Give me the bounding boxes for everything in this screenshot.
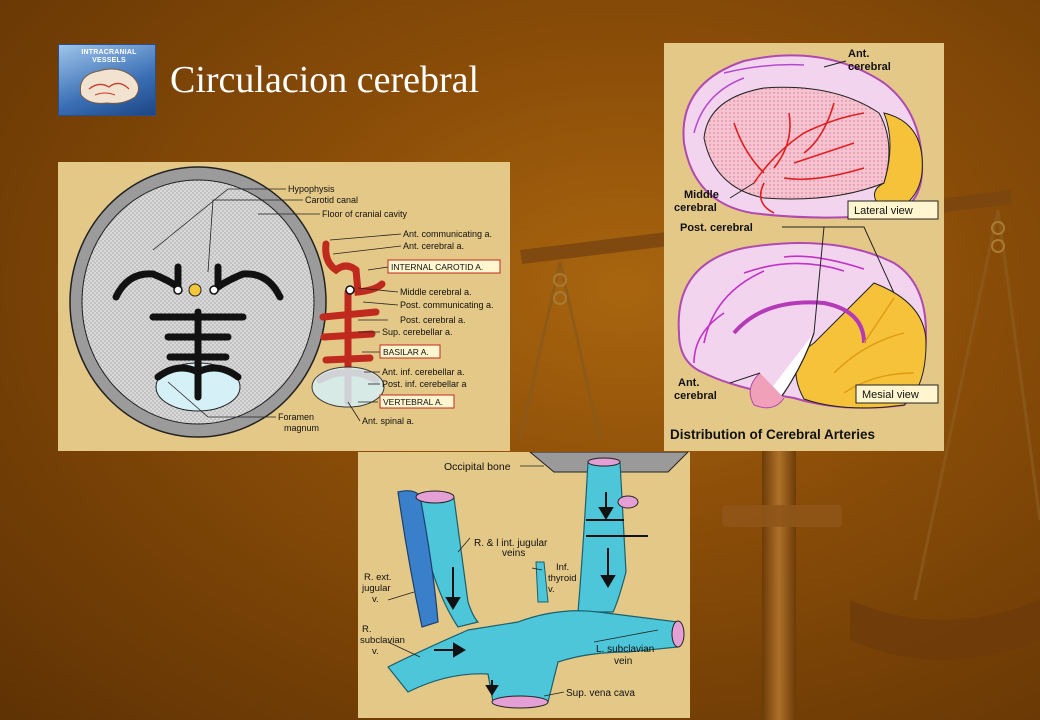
label-ant-cerebral-top-1: Ant.: [848, 48, 869, 60]
inf-thyroid-vein: [535, 561, 549, 603]
mesial-view-label: Mesial view: [862, 389, 919, 401]
cerebral-arteries-svg: Ant. cerebral Middle cerebral Post. cere…: [670, 48, 939, 442]
hypophysis-dot: [188, 283, 202, 297]
label-ext-jugular-1: R. ext.: [364, 572, 391, 583]
foramen-magnum-right: [311, 366, 385, 408]
label-post-cerebral: Post. cerebral a.: [400, 315, 466, 325]
label-subclavian-l-2: vein: [614, 656, 632, 667]
label-floor-cranial-cavity: Floor of cranial cavity: [322, 209, 408, 219]
jugular-veins-svg: Occipital bone R. & l int. jugular veins…: [360, 452, 689, 709]
label-internal-carotid: INTERNAL CAROTID A.: [391, 262, 483, 272]
label-vena-cava: Sup. vena cava: [566, 688, 635, 699]
label-sup-cerebellar: Sup. cerebellar a.: [382, 327, 453, 337]
base-arteries-svg: Hypophysis Carotid canal Floor of crania…: [69, 166, 501, 438]
label-ant-spinal: Ant. spinal a.: [362, 416, 414, 426]
label-thyroid-2: thyroid: [548, 573, 577, 584]
lateral-middle-region: [703, 86, 890, 200]
brain-icon: [79, 68, 139, 104]
label-ext-jugular-3: v.: [372, 594, 379, 605]
left-arteries: [112, 263, 284, 401]
logo-text: INTRACRANIAL VESSELS: [81, 49, 137, 64]
label-ant-cerebral-top-2: cerebral: [848, 61, 891, 73]
corpus-callosum: [732, 300, 866, 344]
cerebellum: [749, 372, 785, 409]
middle-cerebral-branches: [733, 102, 865, 214]
label-foramen: Foramen: [278, 412, 314, 422]
label-subclavian-r-2: subclavian: [360, 635, 405, 646]
label-ant-cerebral-bottom-2: cerebral: [674, 390, 717, 402]
flow-arrows: [434, 492, 616, 696]
label-jugular-1: R. & l int. jugular: [474, 538, 548, 549]
label-ant-cerebral: Ant. cerebral a.: [403, 241, 464, 251]
label-thyroid-3: v.: [548, 584, 555, 595]
label-magnum: magnum: [284, 423, 319, 433]
ant-cerebral-branches: [693, 255, 865, 364]
intracranial-vessels-logo: INTRACRANIAL VESSELS: [58, 44, 156, 116]
mesial-post-region: [795, 282, 927, 409]
slide-title: Circulacion cerebral: [170, 59, 480, 101]
label-ant-communicating: Ant. communicating a.: [403, 229, 492, 239]
label-occipital-bone: Occipital bone: [444, 461, 511, 473]
label-ant-inf-cerebellar: Ant. inf. cerebellar a.: [382, 367, 465, 377]
label-subclavian-l-1: L. subclavian: [596, 644, 654, 655]
label-ext-jugular-2: jugular: [361, 583, 391, 594]
label-post-cerebral: Post. cerebral: [680, 222, 753, 234]
label-hypophysis: Hypophysis: [288, 184, 335, 194]
label-subclavian-r-1: R.: [362, 624, 372, 635]
jugular-veins-diagram: Occipital bone R. & l int. jugular veins…: [358, 452, 690, 718]
label-post-communicating: Post. communicating a.: [400, 300, 494, 310]
label-middle-cerebral-2: cerebral: [674, 202, 717, 214]
brachiocephalic-vein: [387, 610, 679, 703]
label-thyroid-1: Inf.: [556, 562, 569, 573]
label-basilar: BASILAR A.: [383, 347, 429, 357]
post-cerebral-branches: [833, 297, 915, 394]
cerebral-arteries-diagram: Ant. cerebral Middle cerebral Post. cere…: [664, 43, 944, 451]
base-arteries-diagram: Hypophysis Carotid canal Floor of crania…: [58, 162, 510, 451]
lateral-view-label: Lateral view: [854, 205, 913, 217]
right-ext-jugular-vein: [397, 490, 439, 628]
label-carotid-canal: Carotid canal: [305, 195, 358, 205]
label-post-inf-cerebellar: Post. inf. cerebellar a: [382, 379, 467, 389]
lateral-ant-branches: [693, 63, 805, 134]
label-middle-cerebral: Middle cerebral a.: [400, 287, 472, 297]
label-subclavian-r-3: v.: [372, 646, 379, 657]
label-jugular-2: veins: [502, 548, 525, 559]
cerebral-arteries-caption: Distribution of Cerebral Arteries: [670, 427, 875, 442]
cranial-floor: [81, 179, 315, 425]
label-vertebral: VERTEBRAL A.: [383, 397, 443, 407]
label-ant-cerebral-bottom-1: Ant.: [678, 377, 699, 389]
label-middle-cerebral-1: Middle: [684, 189, 719, 201]
